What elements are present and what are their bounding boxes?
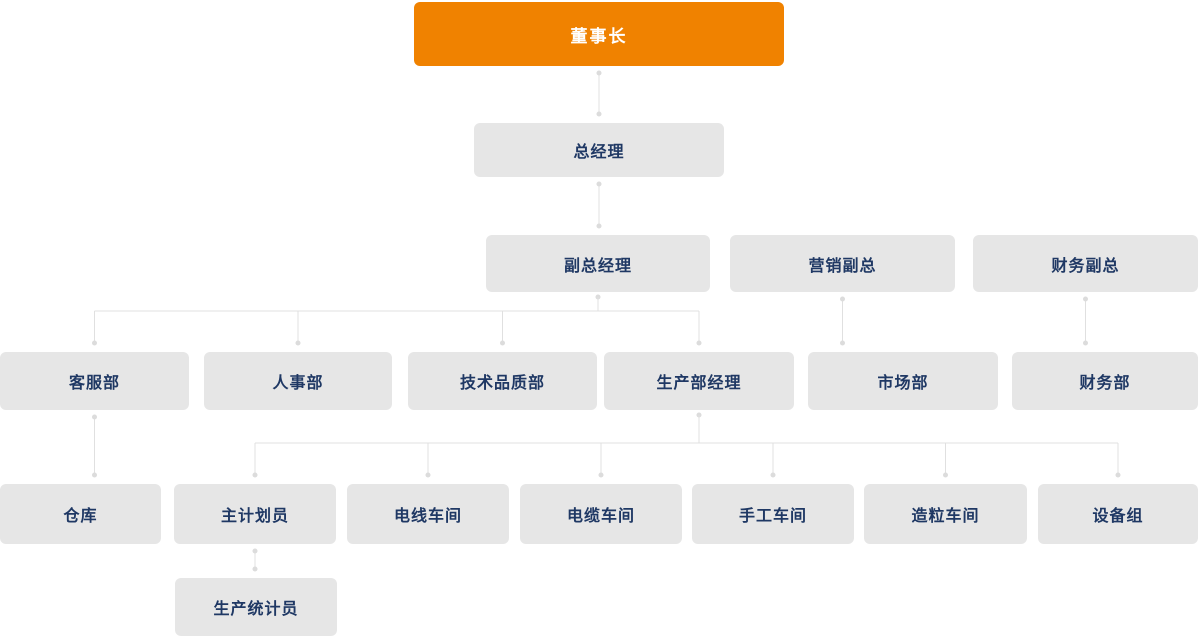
org-node-label: 手工车间 [738, 508, 807, 525]
connector-dot [598, 472, 604, 478]
org-node-cable-workshop[interactable]: 电缆车间 [520, 484, 682, 544]
connector-dot [92, 414, 97, 420]
connector-dot [92, 340, 97, 346]
connector-dot [840, 340, 845, 346]
org-node-equipment-group[interactable]: 设备组 [1038, 484, 1198, 544]
connector-dot [696, 340, 702, 346]
connector-dot [840, 296, 845, 302]
org-node-wire-workshop[interactable]: 电线车间 [347, 484, 509, 544]
org-node-tech-quality-dept[interactable]: 技术品质部 [408, 352, 597, 410]
connector-dot [1115, 472, 1121, 478]
org-node-label: 副总经理 [563, 257, 632, 275]
org-node-finance-vp[interactable]: 财务副总 [973, 235, 1198, 292]
connector-dot [295, 340, 301, 346]
org-node-chairman[interactable]: 董事长 [414, 2, 784, 66]
connector-dot [595, 294, 601, 300]
connector-dot [252, 566, 258, 572]
org-node-customer-service-dept[interactable]: 客服部 [0, 352, 189, 410]
org-node-label: 财务部 [1079, 375, 1131, 392]
connector-dot [596, 111, 602, 117]
org-node-warehouse[interactable]: 仓库 [0, 484, 161, 544]
connector-dot [696, 412, 702, 418]
org-node-market-dept[interactable]: 市场部 [808, 352, 998, 410]
org-node-marketing-vp[interactable]: 营销副总 [730, 235, 955, 292]
org-node-finance-dept[interactable]: 财务部 [1012, 352, 1198, 410]
org-node-label: 仓库 [63, 508, 98, 525]
org-node-granulation-workshop[interactable]: 造粒车间 [864, 484, 1027, 544]
connector-dot [943, 472, 948, 478]
org-node-chief-planner[interactable]: 主计划员 [174, 484, 336, 544]
org-node-label: 电缆车间 [566, 508, 635, 525]
org-node-manual-workshop[interactable]: 手工车间 [692, 484, 854, 544]
connector-dot [770, 472, 776, 478]
org-node-label: 生产部经理 [656, 375, 742, 392]
connector-dot [500, 340, 505, 346]
org-node-label: 总经理 [573, 144, 625, 161]
org-node-label: 设备组 [1092, 508, 1144, 525]
org-node-hr-dept[interactable]: 人事部 [204, 352, 392, 410]
org-node-production-statistician[interactable]: 生产统计员 [175, 578, 337, 636]
org-node-label: 造粒车间 [911, 508, 980, 525]
connector-dot [425, 472, 431, 478]
org-node-production-dept-manager[interactable]: 生产部经理 [604, 352, 794, 410]
connector-dot [596, 181, 602, 187]
org-node-label: 营销副总 [808, 257, 877, 275]
org-node-deputy-general-manager[interactable]: 副总经理 [486, 235, 710, 292]
org-node-label: 电线车间 [393, 508, 462, 525]
connector-dot [596, 223, 602, 229]
connector-dot [92, 472, 97, 478]
org-node-label: 主计划员 [220, 508, 289, 525]
org-node-label: 人事部 [272, 375, 324, 392]
org-node-label: 财务副总 [1051, 257, 1120, 275]
org-node-label: 技术品质部 [459, 375, 545, 392]
connector-dot [252, 548, 258, 554]
connector-dot [1083, 296, 1088, 302]
org-node-label: 生产统计员 [213, 601, 299, 618]
org-node-label: 客服部 [68, 375, 120, 392]
org-node-label: 市场部 [877, 375, 929, 392]
org-node-label: 董事长 [570, 26, 628, 46]
connector-dot [252, 472, 258, 478]
connector-dot [596, 70, 602, 76]
connector-dot [1083, 340, 1088, 346]
org-node-general-manager[interactable]: 总经理 [474, 123, 724, 177]
